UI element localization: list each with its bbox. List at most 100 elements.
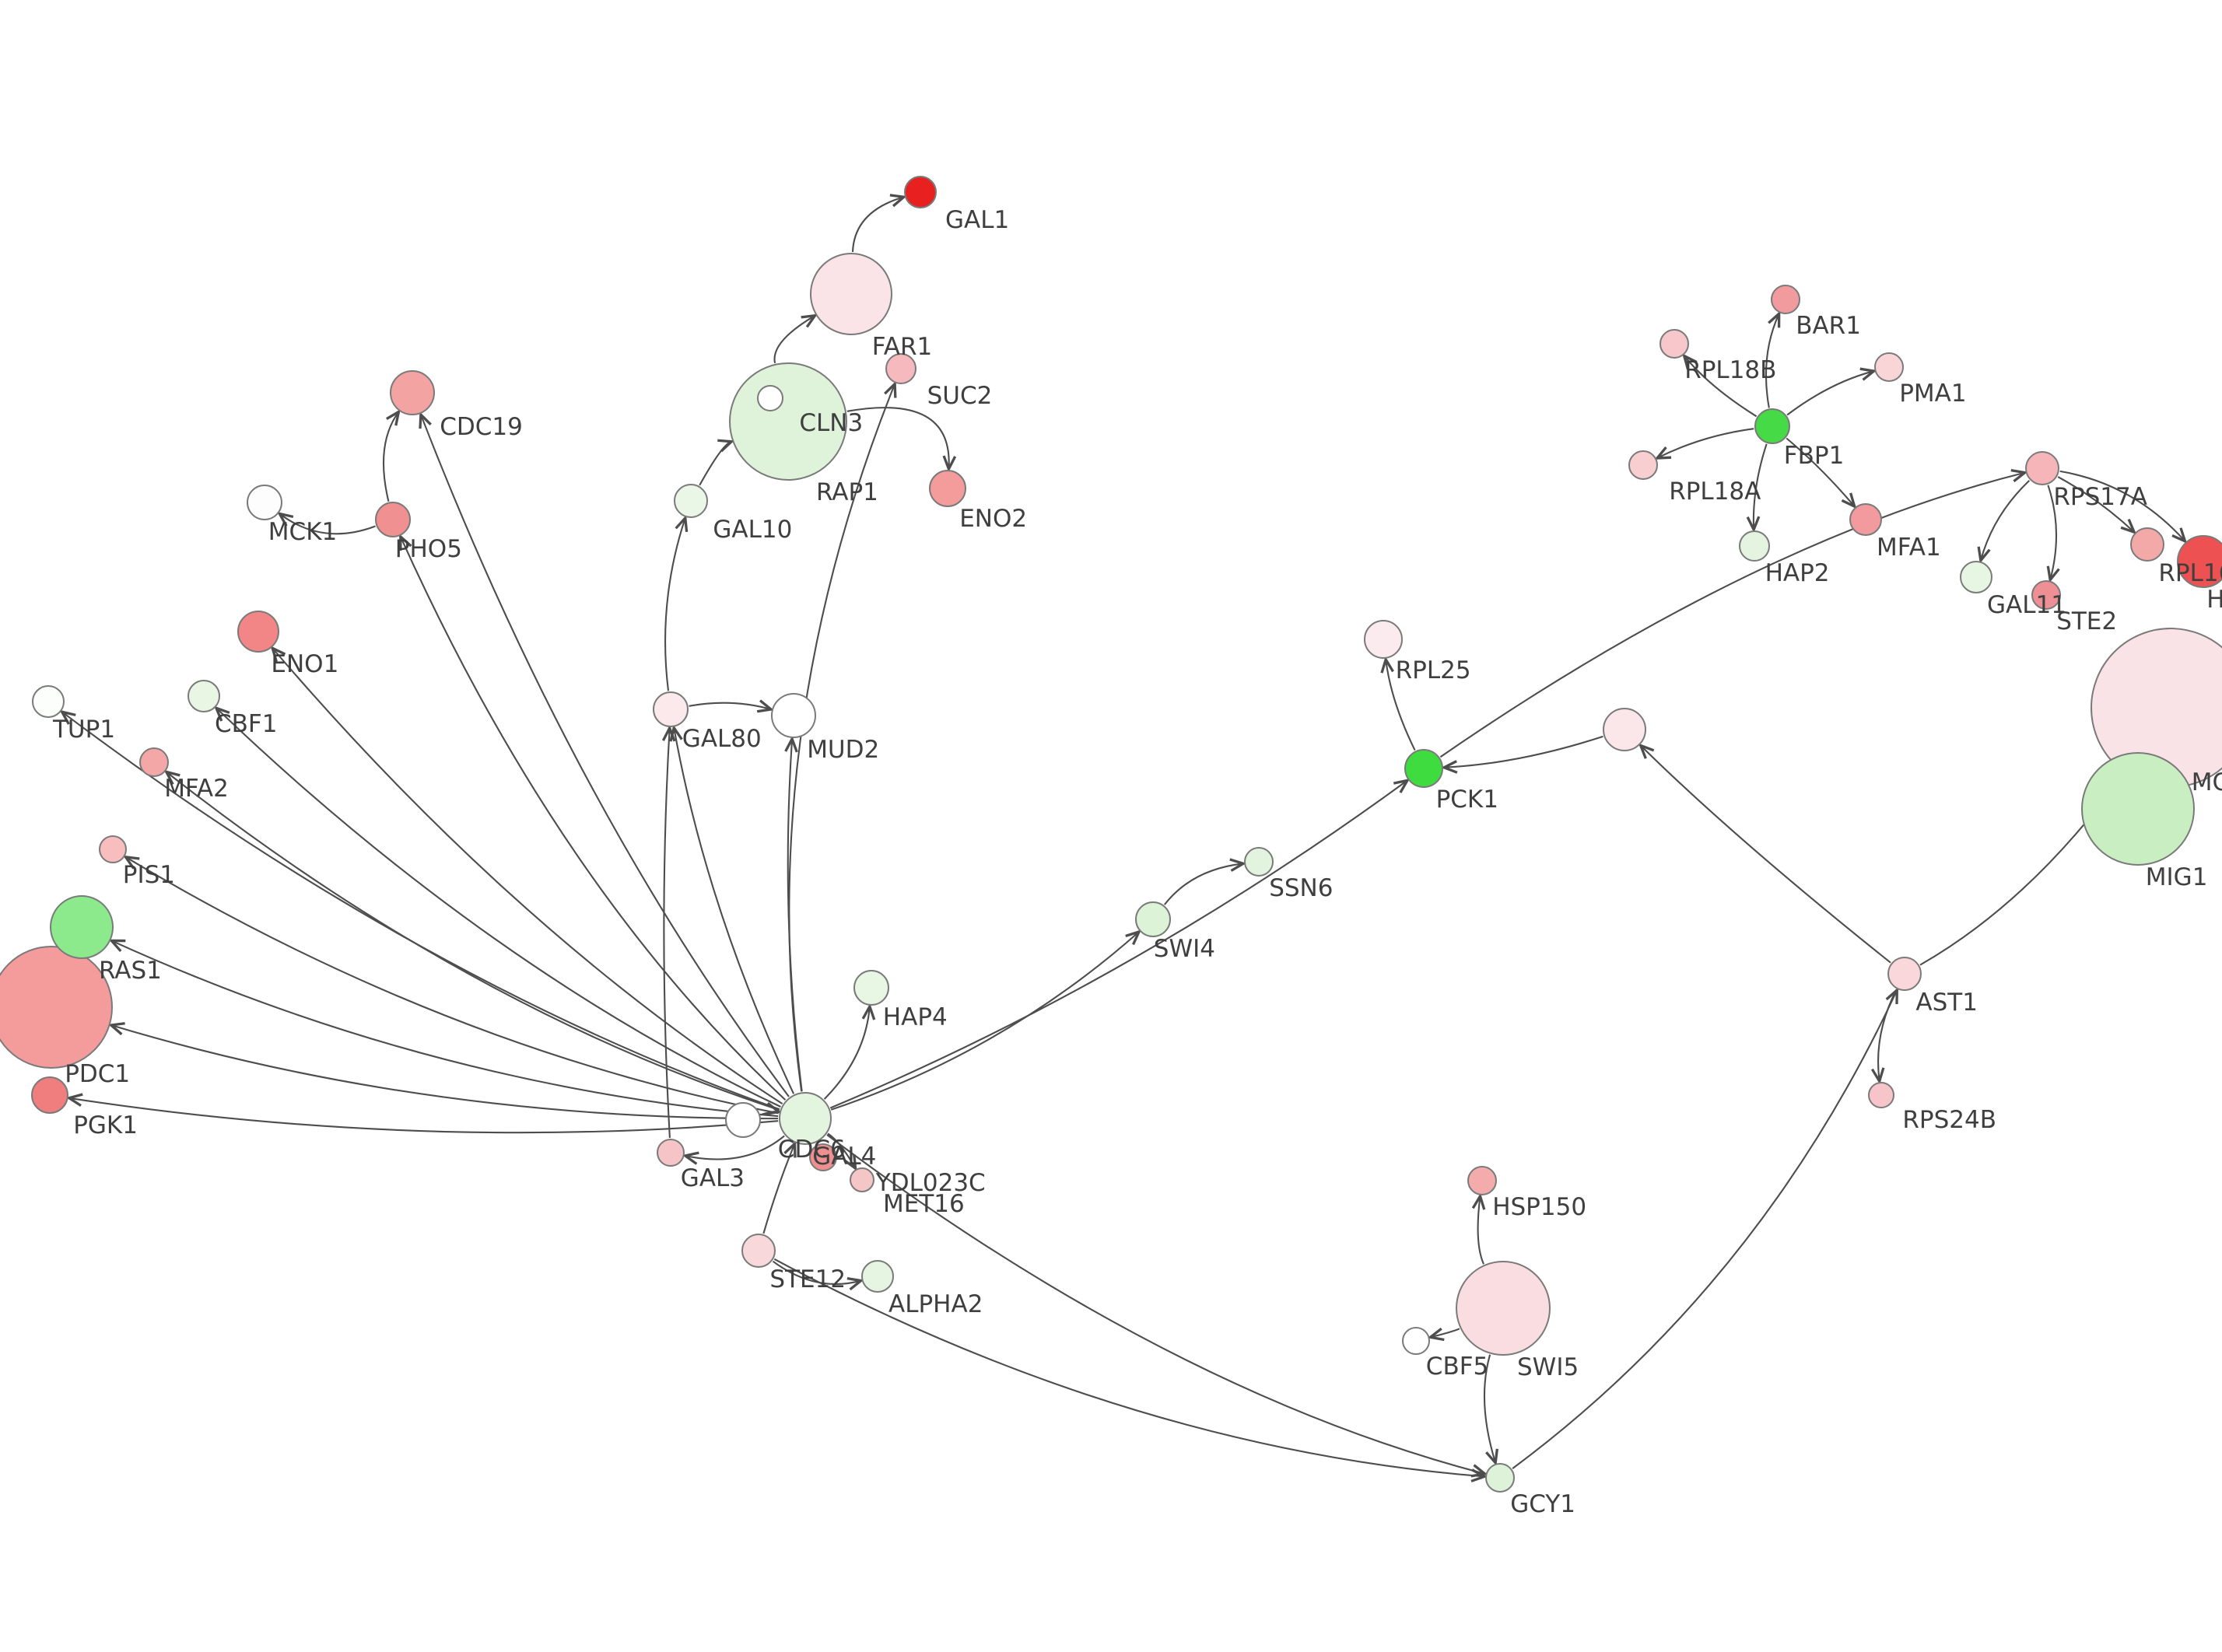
- node-MET16[interactable]: [850, 1167, 874, 1192]
- node-STE12[interactable]: [741, 1234, 776, 1268]
- node-RPS24B[interactable]: [1868, 1082, 1894, 1108]
- edge-GAL4-PCK1[interactable]: [829, 781, 1407, 1109]
- edge-RPS17A-STE2[interactable]: [2048, 485, 2056, 579]
- node-RAS1[interactable]: [50, 895, 114, 959]
- edge-GAL4-PHO5[interactable]: [401, 537, 787, 1101]
- edge-GAL80-MUD2[interactable]: [689, 703, 771, 709]
- edge-GAL4-PIS1[interactable]: [126, 857, 779, 1115]
- edge-GAL4-PDC1[interactable]: [112, 1025, 779, 1120]
- edge-SWI5-GCY1[interactable]: [1483, 1354, 1495, 1462]
- node-GAL11[interactable]: [1960, 561, 1992, 593]
- edge-SWI5-CBF5[interactable]: [1431, 1328, 1460, 1337]
- node-HAP2[interactable]: [1739, 530, 1770, 562]
- node-unlabeled[interactable]: [1603, 708, 1646, 751]
- edge-GAL4-TUP1[interactable]: [62, 712, 780, 1111]
- edge-GAL4-GAL80[interactable]: [674, 729, 795, 1094]
- node-GAL10[interactable]: [674, 484, 708, 518]
- node-FAR1[interactable]: [810, 253, 892, 335]
- node-SWI4[interactable]: [1135, 901, 1171, 937]
- node-RPL18B[interactable]: [1659, 329, 1689, 359]
- edge-FBP1-BAR1[interactable]: [1765, 314, 1779, 408]
- node-PCK1[interactable]: [1404, 749, 1443, 788]
- edge-FBP1-RPL18B[interactable]: [1684, 356, 1758, 418]
- node-BAR1[interactable]: [1771, 285, 1800, 314]
- node-ENO1[interactable]: [237, 611, 279, 653]
- node-PDC1[interactable]: [0, 946, 113, 1069]
- node-GAL1[interactable]: [904, 176, 937, 208]
- node-MIG1[interactable]: [2081, 752, 2195, 866]
- edge-PHO5-CDC19[interactable]: [383, 412, 398, 502]
- edge-GAL4-SWI4[interactable]: [830, 933, 1138, 1111]
- node-PHO5[interactable]: [375, 502, 411, 537]
- edge-GAL4-PGK1[interactable]: [70, 1098, 779, 1134]
- edge-PCK1-RPS17A[interactable]: [1439, 473, 2024, 758]
- edge-STE12-GAL4[interactable]: [762, 1144, 794, 1234]
- edge-GAL4-RAS1[interactable]: [112, 941, 779, 1118]
- edge-GAL4-HAP4[interactable]: [823, 1007, 870, 1100]
- edge-GAL80-GAL10[interactable]: [664, 519, 685, 691]
- edge-FBP1-RPL18A[interactable]: [1658, 428, 1754, 457]
- edge-AST1-RPS24B[interactable]: [1878, 989, 1898, 1081]
- node-CDC6[interactable]: [725, 1102, 761, 1138]
- node-MFA1[interactable]: [1849, 503, 1882, 536]
- node-HAP4[interactable]: [853, 970, 889, 1006]
- node-SSN6[interactable]: [1244, 847, 1274, 877]
- node-MCK1[interactable]: [247, 485, 282, 520]
- node-CBF5[interactable]: [1402, 1327, 1430, 1355]
- node-SWI5[interactable]: [1456, 1261, 1551, 1356]
- edge-GAL10-RAP1[interactable]: [699, 442, 731, 486]
- edge-GAL4-MUD2[interactable]: [788, 740, 803, 1092]
- edge-GAL3-GAL80[interactable]: [664, 729, 670, 1139]
- edge-SWI5-HSP150[interactable]: [1478, 1197, 1484, 1265]
- node-ALPHA2[interactable]: [861, 1260, 894, 1293]
- edge-FAR1-GAL1[interactable]: [851, 198, 903, 253]
- edge-AST1-BLANK[interactable]: [1641, 746, 1891, 964]
- edge-GAL4-CBF1[interactable]: [217, 709, 781, 1108]
- node-CLN3[interactable]: [757, 385, 783, 411]
- edge-FBP1-HAP2[interactable]: [1754, 443, 1768, 529]
- edge-BLANK-PCK1[interactable]: [1445, 735, 1603, 768]
- node-PIS1[interactable]: [99, 835, 127, 863]
- edge-PCK1-RPL25[interactable]: [1386, 660, 1416, 751]
- node-HSP150[interactable]: [1467, 1166, 1497, 1195]
- edge-GAL4-MFA2[interactable]: [167, 772, 780, 1111]
- node-RPS17A[interactable]: [2025, 451, 2059, 485]
- node-CDC19[interactable]: [390, 370, 435, 415]
- node-MFA2[interactable]: [139, 747, 169, 777]
- edge-GAL4-CDC19[interactable]: [421, 415, 790, 1097]
- node-GCY1[interactable]: [1485, 1463, 1515, 1493]
- edge-GAL4-GCY1[interactable]: [826, 1134, 1484, 1474]
- edge-RPS17A-RPL16A[interactable]: [2057, 476, 2133, 532]
- node-ENO2[interactable]: [929, 470, 966, 507]
- edge-RAP1-ENO2[interactable]: [846, 407, 949, 468]
- node-SUC2[interactable]: [885, 353, 916, 384]
- edge-SWI4-SSN6[interactable]: [1163, 863, 1242, 905]
- node-PMA1[interactable]: [1874, 352, 1904, 382]
- node-TUP1[interactable]: [32, 685, 65, 718]
- edge-RPS17A-HIS4[interactable]: [2059, 470, 2185, 541]
- edge-GCY1-AST1[interactable]: [1512, 991, 1897, 1469]
- node-MUD2[interactable]: [771, 693, 816, 738]
- node-GAL80[interactable]: [653, 691, 689, 727]
- node-GAL4[interactable]: [779, 1092, 832, 1145]
- edge-STE12-ALPHA2[interactable]: [772, 1260, 860, 1284]
- node-YDL023C[interactable]: [809, 1143, 837, 1171]
- node-RAP1[interactable]: [729, 362, 847, 481]
- edge-FBP1-MFA1[interactable]: [1786, 437, 1854, 506]
- node-AST1[interactable]: [1887, 957, 1922, 991]
- node-RPL18A[interactable]: [1628, 450, 1658, 480]
- edge-PHO5-MCK1[interactable]: [280, 514, 376, 535]
- node-GAL3[interactable]: [657, 1139, 685, 1167]
- node-PGK1[interactable]: [31, 1076, 68, 1114]
- node-CBF1[interactable]: [188, 680, 220, 712]
- edge-RPS17A-GAL11[interactable]: [1981, 480, 2031, 560]
- node-HIS4[interactable]: [2177, 535, 2222, 588]
- edge-GAL4-GAL3[interactable]: [686, 1135, 785, 1159]
- edge-FBP1-PMA1[interactable]: [1786, 371, 1873, 416]
- edge-GAL4-MET16[interactable]: [827, 1132, 855, 1167]
- edge-CDC6-GAL4[interactable]: [760, 1111, 778, 1115]
- edge-RAP1-FAR1[interactable]: [773, 316, 815, 364]
- node-RPL25[interactable]: [1364, 620, 1403, 659]
- node-FBP1[interactable]: [1754, 408, 1790, 444]
- node-RPL16A[interactable]: [2130, 527, 2164, 562]
